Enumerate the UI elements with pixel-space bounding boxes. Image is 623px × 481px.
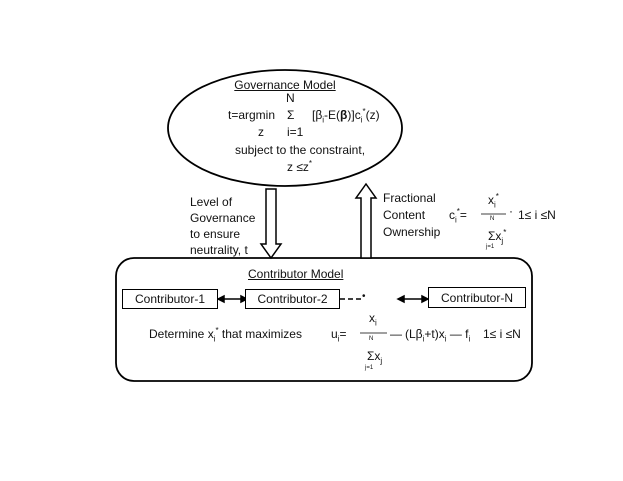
level-label-line3: to ensure (190, 227, 241, 241)
ci-lhs: ci*= (449, 207, 467, 225)
ui-sum-upper: N (369, 336, 374, 342)
ui-sum-symbol: Σ (367, 349, 375, 363)
determine-prefix: Determine x (149, 327, 214, 341)
contributor-n-box: Contributor-N (428, 287, 526, 308)
governance-ellipse (167, 69, 403, 187)
sup-star: * (215, 326, 219, 335)
ci-dot: · (509, 204, 513, 218)
objective-term: [βi-E(β)]ci*(z) (312, 107, 380, 125)
determine-text: Determine xi* that maximizes (149, 326, 302, 344)
ui-cost-term: (Lβi+t)xi — fi (405, 327, 471, 344)
contributor-1-box: Contributor-1 (122, 289, 218, 309)
sub-i: i (455, 215, 457, 225)
down-arrow-icon (259, 188, 283, 260)
ui-lhs: ui= (331, 327, 347, 344)
level-label-line4: neutrality, t (190, 243, 248, 257)
sub-j: j (380, 356, 383, 366)
sub-i: i (337, 334, 340, 344)
governance-title: Governance Model (234, 78, 336, 92)
determine-suffix: that maximizes (218, 327, 302, 341)
sub-i: i (468, 334, 471, 344)
up-arrow-icon (354, 182, 378, 259)
sup-star: * (456, 207, 460, 216)
contributor-title: Contributor Model (248, 267, 344, 281)
level-label-line2: Governance (190, 211, 256, 225)
sum-symbol: Σ (287, 108, 295, 122)
sup-star: * (495, 192, 499, 201)
ci-numerator: xi* (488, 192, 499, 210)
ownership-label-line1: Fractional (383, 191, 436, 205)
sub-j: j (501, 236, 504, 246)
ownership-label-line2: Content (383, 208, 426, 222)
sub-i: i (322, 115, 325, 125)
sub-i: i (360, 115, 363, 125)
sub-i: i (494, 200, 496, 210)
ci-range: 1≤ i ≤N (518, 208, 556, 222)
sub-i: i (422, 334, 425, 344)
sup-star: * (308, 159, 313, 168)
level-label-line1: Level of (190, 195, 233, 209)
ui-denominator: Σxj (367, 349, 383, 366)
sup-star: * (362, 107, 366, 116)
ownership-label-line3: Ownership (383, 225, 441, 239)
constraint-expr: z ≤z* (287, 159, 313, 175)
contributor-2-box: Contributor-2 (245, 289, 340, 309)
ellipsis-dot: • (362, 291, 366, 302)
sub-i: i (444, 334, 447, 344)
sub-i: i (375, 318, 377, 328)
ui-numerator: xi (369, 311, 377, 328)
double-arrow-1-2-icon (216, 294, 249, 304)
sup-star: * (503, 228, 507, 237)
constraint-label: subject to the constraint, (234, 143, 366, 157)
argmin-variable: z (258, 125, 264, 139)
ui-range: 1≤ i ≤N (483, 327, 521, 341)
objective-lhs: t=argmin (228, 108, 276, 122)
double-arrow-n-icon (396, 294, 430, 304)
sum-upper-limit: N (286, 91, 295, 105)
sub-i: i (213, 334, 216, 344)
ui-sum-lower: j=1 (365, 365, 374, 371)
ci-sum-symbol: Σ (488, 229, 496, 243)
ci-sum-upper: N (490, 216, 495, 222)
constraint-expr-text: z ≤z (287, 160, 309, 174)
sum-lower-limit: i=1 (287, 125, 304, 139)
ci-sum-lower: j=1 (486, 244, 495, 250)
beta-bold: β (340, 108, 348, 122)
ci-denominator: Σxj* (488, 228, 507, 246)
ui-minus: — (390, 327, 402, 341)
